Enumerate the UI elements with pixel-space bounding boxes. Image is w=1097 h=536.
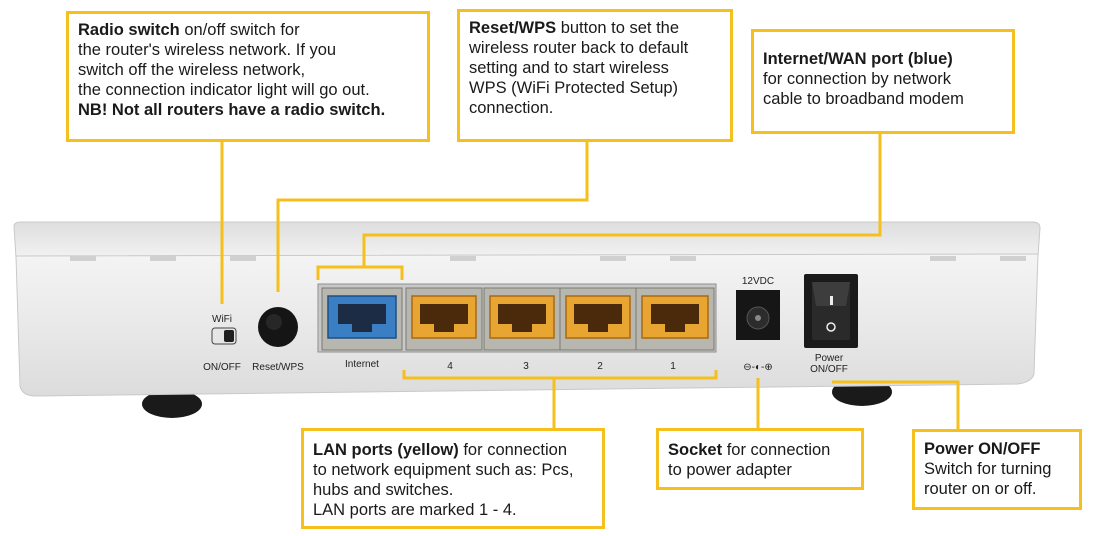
radio-switch-title: Radio switch	[78, 21, 180, 39]
voltage-label: 12VDC	[742, 276, 774, 287]
leader-reset	[276, 140, 589, 292]
lan-ports-text-1: for connection	[458, 441, 567, 459]
socket-callout: Socket for connection to power adapter	[656, 428, 864, 490]
leader-wan-bracket	[316, 265, 404, 280]
power-text-3: router on or off.	[924, 480, 1037, 498]
reset-wps-label: Reset/WPS	[252, 362, 304, 373]
power-switch: Power ON/OFF	[804, 274, 858, 375]
lan-ports-callout: LAN ports (yellow) for connection to net…	[301, 428, 605, 529]
leader-lan-bracket	[402, 370, 718, 380]
lan-4-label: 4	[447, 361, 453, 372]
reset-wps-title: Reset/WPS	[469, 19, 557, 37]
radio-switch-text-2: the router's wireless network. If you	[78, 41, 337, 59]
internet-port-label: Internet	[345, 359, 379, 370]
radio-switch-text-1: on/off switch for	[179, 21, 300, 39]
lan-port-4	[405, 287, 483, 351]
power-label-line2: ON/OFF	[810, 364, 848, 375]
lan-ports-text-4: LAN ports are marked 1 - 4.	[313, 501, 517, 519]
wifi-switch: WiFi ON/OFF	[203, 314, 241, 373]
lan-port-2	[559, 287, 637, 351]
reset-wps-text-2: wireless router back to default	[469, 39, 689, 57]
socket-text-2: to power adapter	[668, 461, 792, 479]
power-label-line1: Power	[815, 353, 844, 364]
socket-title: Socket	[668, 441, 723, 459]
dc-power-socket: 12VDC ⊖-◐-⊕	[736, 276, 780, 373]
wan-port-text-2: for connection by network	[763, 70, 952, 88]
wan-port-text-3: cable to broadband modem	[763, 90, 964, 108]
router-foot-left	[142, 390, 202, 418]
lan-1-label: 1	[670, 361, 676, 372]
wan-port	[321, 287, 403, 351]
reset-wps-text-1: button to set the	[556, 19, 680, 37]
reset-wps-text-4: WPS (WiFi Protected Setup)	[469, 79, 679, 97]
radio-switch-text-4: the connection indicator light will go o…	[78, 81, 370, 99]
leader-wan	[362, 132, 882, 266]
leader-lines	[220, 132, 960, 430]
radio-switch-text-3: switch off the wireless network,	[78, 61, 306, 79]
power-text-2: Switch for turning	[924, 460, 1052, 478]
polarity-symbol: ⊖-◐-⊕	[743, 362, 772, 373]
lan-port-1	[635, 287, 715, 351]
lan-ports-title: LAN ports (yellow)	[313, 441, 459, 459]
reset-wps-text-3: setting and to start wireless	[469, 59, 669, 77]
reset-wps-button: Reset/WPS	[252, 307, 304, 373]
reset-wps-text-5: connection.	[469, 99, 554, 117]
wifi-on-off-label: ON/OFF	[203, 362, 241, 373]
leader-power	[832, 380, 960, 430]
port-panel: Internet 4 3 2 1	[317, 283, 717, 372]
lan-port-3	[483, 287, 561, 351]
radio-switch-callout: Radio switch on/off switch for the route…	[66, 11, 430, 142]
wifi-label: WiFi	[212, 314, 232, 325]
lan-3-label: 3	[523, 361, 529, 372]
power-callout: Power ON/OFF Switch for turning router o…	[912, 429, 1082, 510]
socket-text-1: for connection	[722, 441, 831, 459]
wan-port-callout: Internet/WAN port (blue) for connection …	[751, 29, 1015, 134]
lan-ports-text-3: hubs and switches.	[313, 481, 454, 499]
radio-switch-note: NB! Not all routers have a radio switch.	[78, 101, 386, 119]
power-title: Power ON/OFF	[924, 440, 1041, 458]
lan-2-label: 2	[597, 361, 603, 372]
lan-ports-text-2: to network equipment such as: Pcs,	[313, 461, 574, 479]
wan-port-title: Internet/WAN port (blue)	[763, 50, 953, 68]
reset-wps-callout: Reset/WPS button to set the wireless rou…	[457, 9, 733, 142]
